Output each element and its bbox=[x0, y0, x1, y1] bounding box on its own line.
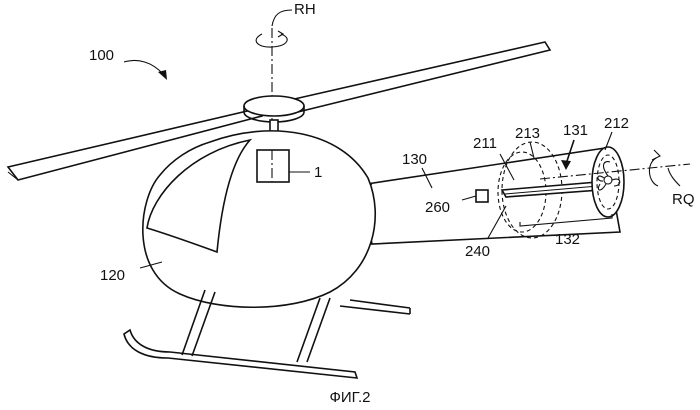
rh-arrowhead-icon bbox=[277, 30, 285, 38]
label-260-leader bbox=[461, 195, 477, 201]
bracket-132 bbox=[519, 214, 613, 227]
skid-strut-1b bbox=[191, 291, 216, 357]
rq-arrowhead-icon bbox=[651, 149, 661, 161]
label-213: 213 bbox=[515, 125, 540, 142]
rh-leader-line bbox=[271, 9, 293, 27]
label-212: 212 bbox=[604, 115, 629, 132]
slot-240-inner bbox=[504, 185, 599, 195]
fuselage bbox=[142, 130, 377, 309]
label-131: 131 bbox=[563, 122, 588, 139]
label-rq: RQ bbox=[672, 191, 695, 208]
label-240-leader bbox=[487, 205, 507, 239]
tail-rotor-axis-line bbox=[539, 163, 691, 180]
label-260: 260 bbox=[425, 199, 450, 216]
arrow-100-head-icon bbox=[158, 70, 167, 80]
arrow-131-shaft bbox=[565, 139, 575, 165]
skid-strut-2b bbox=[306, 297, 331, 363]
tail-fan-inner bbox=[596, 154, 620, 210]
label-240: 240 bbox=[465, 243, 490, 260]
figure-caption: ФИГ.2 bbox=[330, 389, 371, 406]
skid-right-rear-b bbox=[339, 305, 411, 315]
skid-strut-2 bbox=[296, 297, 321, 363]
arrow-100-shaft bbox=[123, 59, 164, 75]
skid-left bbox=[123, 328, 359, 379]
rq-leader-line bbox=[667, 167, 681, 187]
skid-right-rear bbox=[349, 299, 411, 309]
tail-boom bbox=[359, 147, 621, 245]
label-211: 211 bbox=[473, 135, 497, 152]
component-1-box bbox=[256, 149, 290, 183]
rh-rotation-arrow-icon bbox=[255, 33, 288, 48]
label-132: 132 bbox=[555, 231, 580, 248]
label-120-leader bbox=[139, 261, 163, 269]
label-130-leader bbox=[421, 167, 433, 189]
rotor-blade-left-edge bbox=[7, 171, 19, 181]
cockpit-window bbox=[146, 138, 253, 254]
skid-strut-1 bbox=[181, 289, 206, 356]
arrow-131-head-icon bbox=[561, 160, 571, 170]
label-211-leader bbox=[499, 153, 515, 181]
rotor-blade-right bbox=[288, 41, 552, 113]
label-1: 1 bbox=[314, 164, 322, 181]
fan-blades-icon bbox=[597, 161, 621, 191]
label-212-leader bbox=[604, 131, 613, 151]
tail-fan-212 bbox=[591, 146, 625, 218]
rq-rotation-arrow-icon bbox=[648, 157, 659, 187]
label-rh: RH bbox=[294, 1, 316, 18]
label-130: 130 bbox=[402, 151, 427, 168]
label-100: 100 bbox=[89, 47, 114, 64]
label-213-leader bbox=[529, 141, 535, 159]
label-120: 120 bbox=[100, 267, 125, 284]
rotor-hub bbox=[243, 95, 305, 117]
component-260 bbox=[475, 189, 489, 203]
